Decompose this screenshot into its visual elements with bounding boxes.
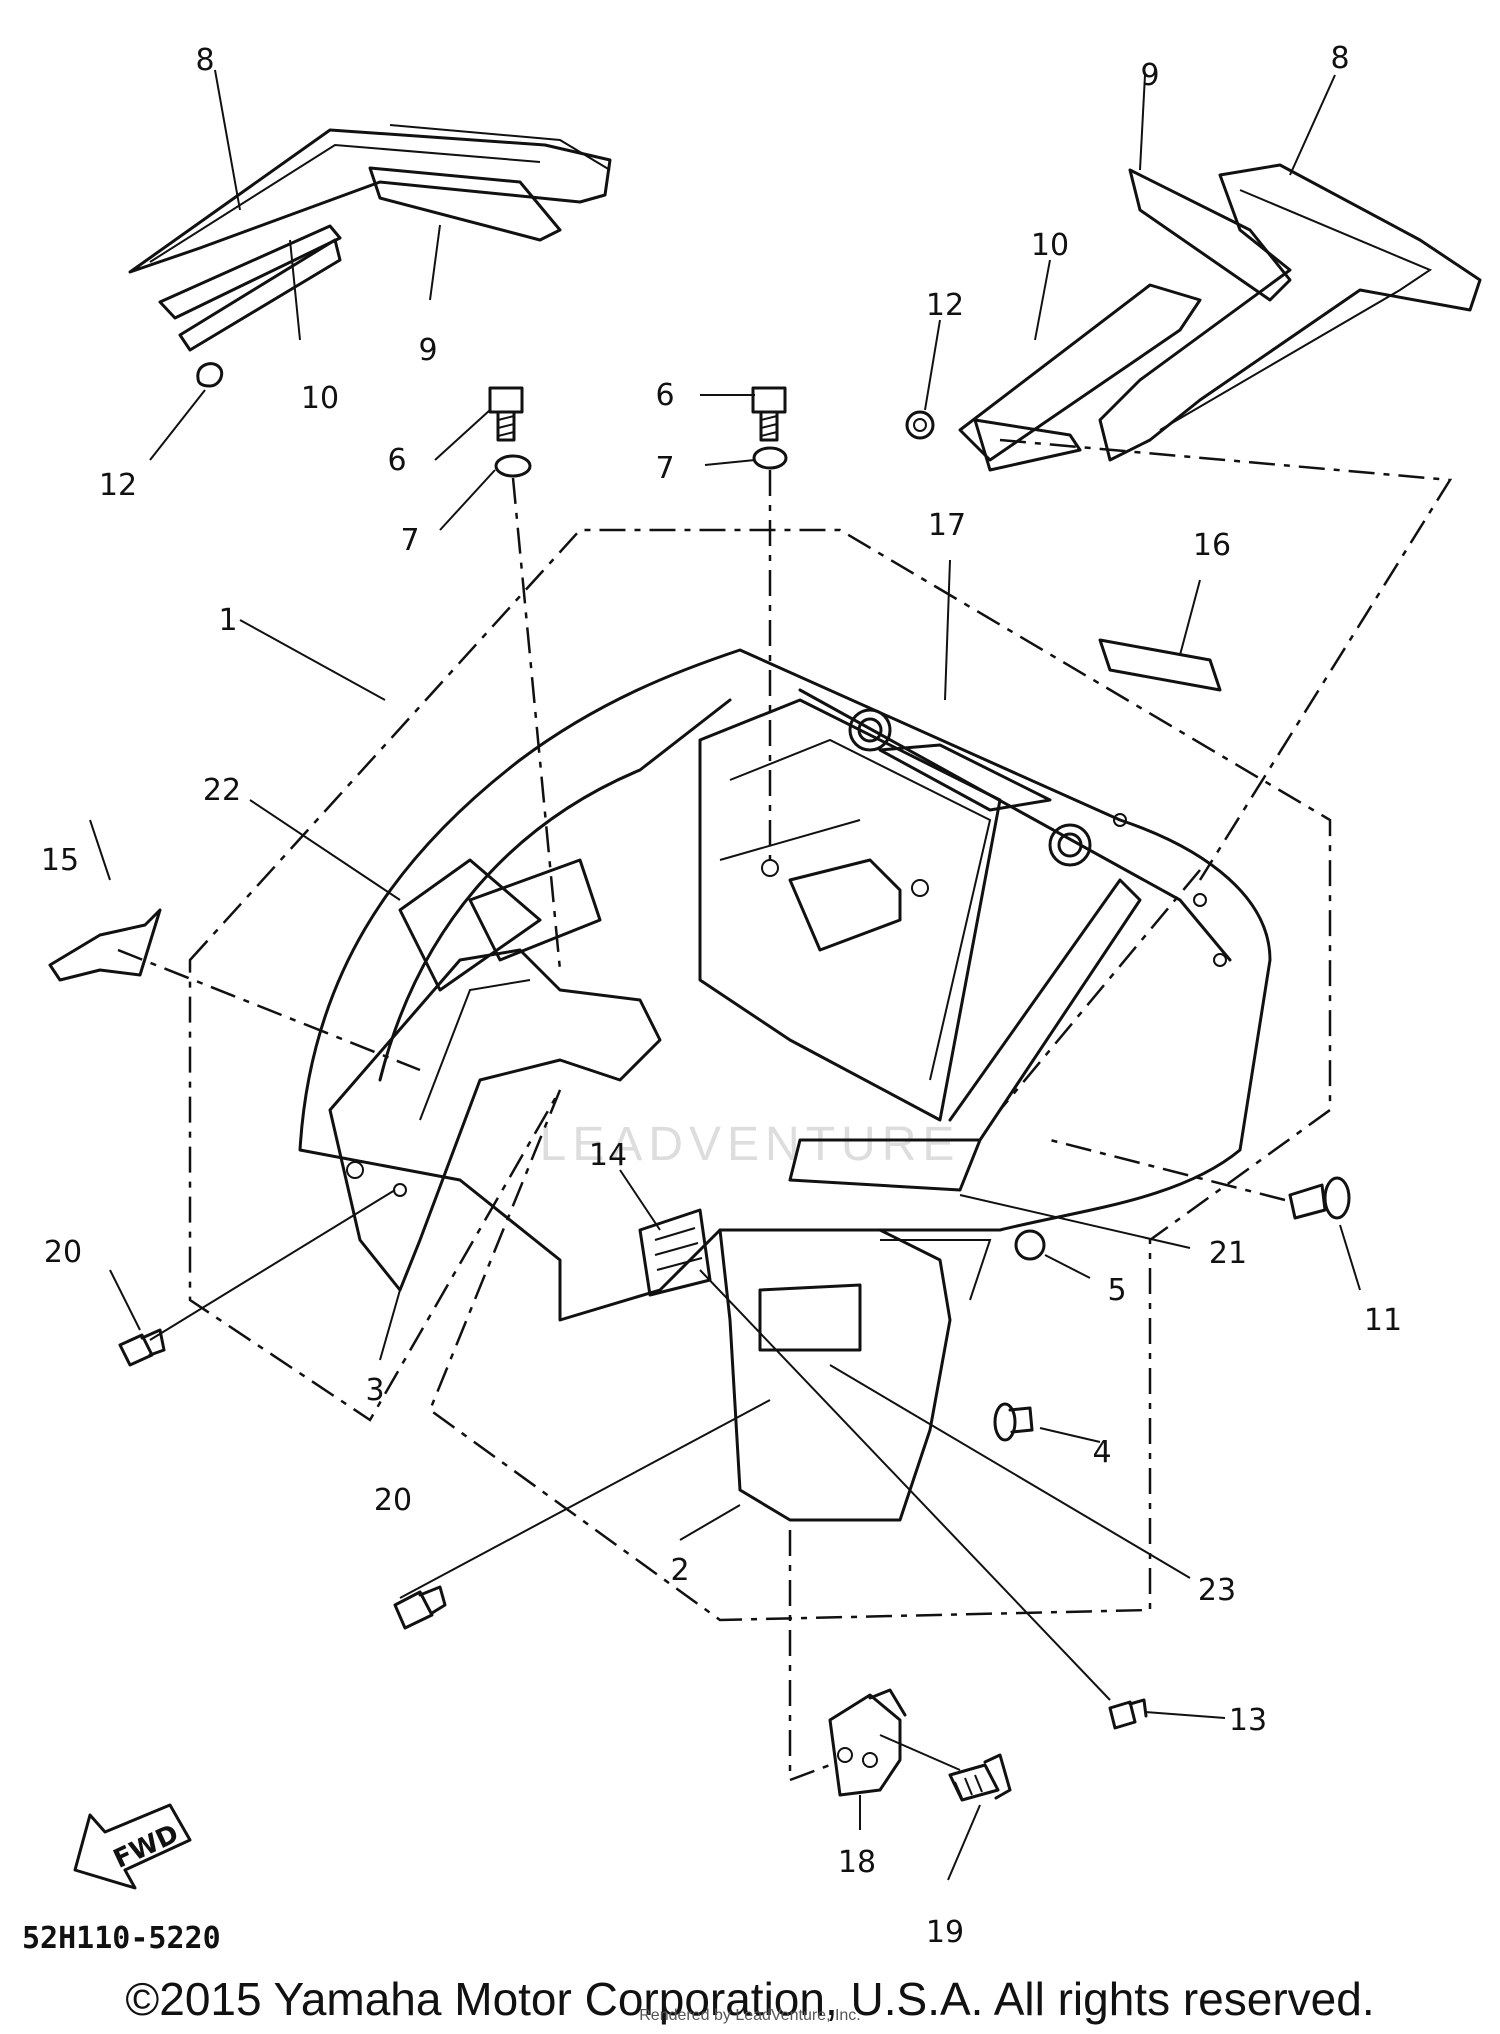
screw-20-lower bbox=[393, 1585, 447, 1630]
part-labels: 8 9 10 12 6 7 6 7 9 8 10 12 17 16 1 22 1… bbox=[41, 41, 1402, 1950]
fwd-arrow-icon: FWD bbox=[73, 1803, 192, 1890]
label-9-right: 9 bbox=[1140, 58, 1159, 93]
label-7-right: 7 bbox=[655, 451, 674, 486]
screw-13 bbox=[1108, 1698, 1148, 1730]
label-6-right: 6 bbox=[655, 378, 674, 413]
diagram-code: 52H110-5220 bbox=[22, 1921, 221, 1956]
label-21: 21 bbox=[1209, 1236, 1247, 1271]
label-14: 14 bbox=[589, 1138, 627, 1173]
watermark-text: LEADVENTURE bbox=[540, 1118, 961, 1171]
screw-20-upper bbox=[118, 1328, 166, 1367]
label-12-right: 12 bbox=[926, 288, 964, 323]
bolt-6-right bbox=[751, 386, 788, 470]
bracket-assembly-right bbox=[905, 163, 1482, 472]
bolt-6-left bbox=[488, 386, 532, 478]
rear-fender-body bbox=[298, 648, 1272, 1322]
label-18: 18 bbox=[838, 1845, 876, 1880]
label-11: 11 bbox=[1364, 1303, 1402, 1338]
label-17: 17 bbox=[928, 508, 966, 543]
leader-lines bbox=[89, 69, 1453, 1881]
label-12-left: 12 bbox=[99, 468, 137, 503]
assembly-boundary bbox=[188, 528, 1332, 1622]
decal-15 bbox=[48, 908, 162, 982]
bolt-19 bbox=[948, 1753, 1012, 1802]
label-19: 19 bbox=[926, 1915, 964, 1950]
label-23: 23 bbox=[1198, 1573, 1236, 1608]
label-20-upper: 20 bbox=[44, 1235, 82, 1270]
decal-17 bbox=[878, 743, 1052, 812]
label-6-left: 6 bbox=[387, 443, 406, 478]
label-16: 16 bbox=[1193, 528, 1231, 563]
label-7-left: 7 bbox=[400, 523, 419, 558]
copyright-text: ©2015 Yamaha Motor Corporation, U.S.A. A… bbox=[125, 1973, 1374, 2025]
label-3: 3 bbox=[365, 1373, 384, 1408]
label-9-left: 9 bbox=[418, 333, 437, 368]
bracket-assembly-left bbox=[128, 124, 612, 388]
screw-4 bbox=[993, 1402, 1034, 1442]
decal-16 bbox=[1098, 638, 1222, 692]
label-13: 13 bbox=[1229, 1703, 1267, 1738]
label-20-lower: 20 bbox=[374, 1483, 412, 1518]
label-22: 22 bbox=[203, 773, 241, 808]
label-15: 15 bbox=[41, 843, 79, 878]
nut-5 bbox=[1014, 1229, 1046, 1261]
label-1: 1 bbox=[218, 603, 237, 638]
label-2: 2 bbox=[670, 1553, 689, 1588]
mud-flap bbox=[718, 1228, 952, 1522]
label-4: 4 bbox=[1092, 1435, 1111, 1470]
bracket-18 bbox=[828, 1688, 907, 1797]
label-8-right: 8 bbox=[1330, 41, 1349, 76]
overlay-text: Rendered by LeadVenture, Inc. bbox=[639, 2007, 861, 2024]
label-10-left: 10 bbox=[301, 381, 339, 416]
label-8-left: 8 bbox=[195, 43, 214, 78]
label-10-right: 10 bbox=[1031, 228, 1069, 263]
screw-11 bbox=[1288, 1176, 1351, 1220]
label-5: 5 bbox=[1107, 1273, 1126, 1308]
